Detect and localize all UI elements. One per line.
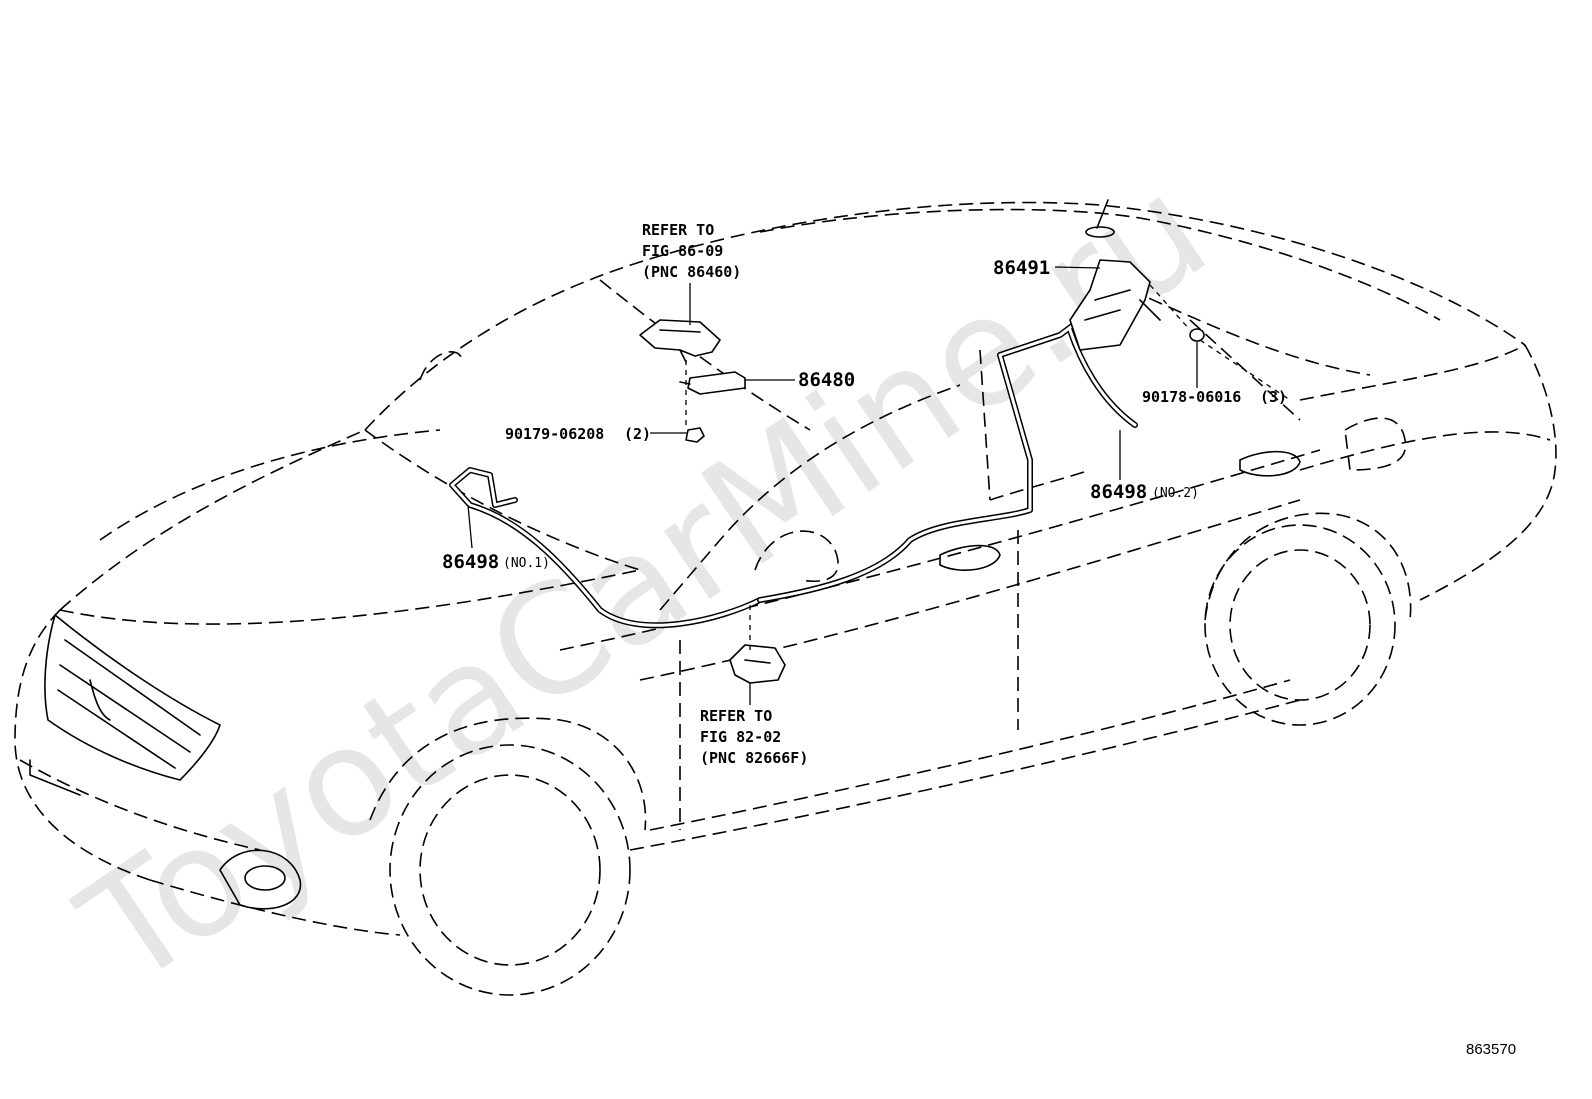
label-refer-fig-82-02: REFER TO FIG 82-02 (PNC 82666F) xyxy=(700,707,808,767)
ref-line-1: REFER TO xyxy=(642,221,714,239)
ref-line-2: FIG 86-09 xyxy=(642,242,723,260)
fog-lamp xyxy=(219,849,302,910)
tuner-ecu-icon xyxy=(639,319,721,363)
label-90178: 90178-06016 (3) xyxy=(1142,388,1287,406)
part-number-90179: 90179-06208 xyxy=(505,425,604,443)
part-number-90178: 90178-06016 xyxy=(1142,388,1241,406)
assembly-lines xyxy=(685,284,1291,650)
ref2-line-2: FIG 82-02 xyxy=(700,728,781,746)
ref2-line-3: (PNC 82666F) xyxy=(700,749,808,767)
antenna-amplifier-icon xyxy=(1069,259,1161,351)
cable-86498-no1 xyxy=(449,467,763,629)
label-90179: 90179-06208 (2) xyxy=(505,425,651,443)
front-wheel xyxy=(369,717,647,996)
ref-line-3: (PNC 86460) xyxy=(642,263,741,281)
part-number-86498-no1: 86498 xyxy=(442,551,499,573)
ref2-line-1: REFER TO xyxy=(700,707,772,725)
part-number-86491: 86491 xyxy=(993,257,1050,279)
label-86498-no2: 86498 (NO.2) xyxy=(1090,481,1199,503)
rear-wheel xyxy=(1204,512,1412,726)
leader-lines xyxy=(467,266,1198,705)
door-handles xyxy=(939,450,1301,571)
cable-86498-no2 xyxy=(757,317,1138,603)
qty-90178: (3) xyxy=(1260,388,1287,406)
note-86498-no1: (NO.1) xyxy=(503,556,550,571)
front-grille xyxy=(29,614,221,796)
label-86498-no1: 86498 (NO.1) xyxy=(442,551,550,573)
roof-antenna-icon xyxy=(1085,199,1115,238)
part-number-86498-no2: 86498 xyxy=(1090,481,1147,503)
note-86498-no2: (NO.2) xyxy=(1152,486,1199,501)
label-refer-fig-86-09: REFER TO FIG 86-09 (PNC 86460) xyxy=(642,221,741,281)
clip-icon xyxy=(1189,328,1205,342)
diagram-id: 863570 xyxy=(1466,1041,1516,1058)
bracket-86480-icon xyxy=(679,371,746,395)
part-number-86480: 86480 xyxy=(798,369,855,391)
qty-90179: (2) xyxy=(624,425,651,443)
mirror-part-icon xyxy=(729,644,786,684)
nut-icon xyxy=(685,427,705,443)
